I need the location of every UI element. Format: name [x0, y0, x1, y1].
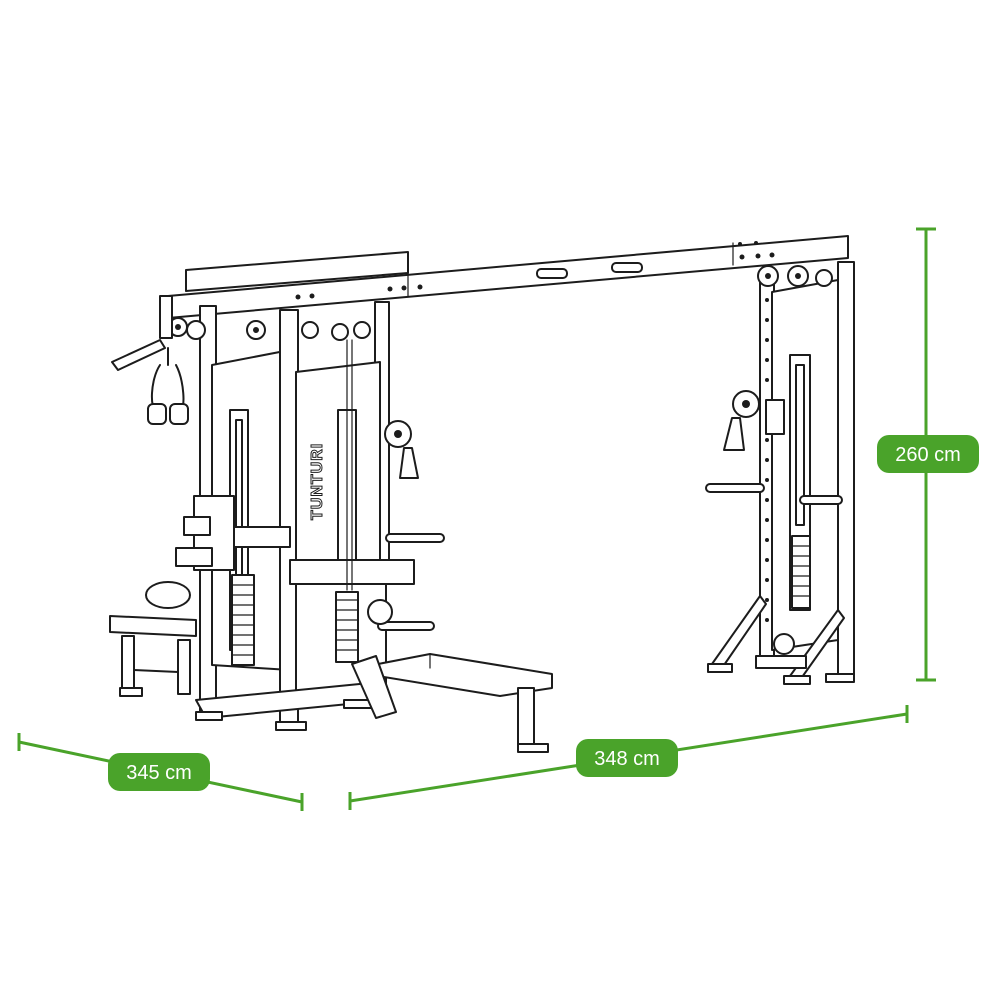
multi-gym-machine-illustration: TUNTURI: [109, 235, 855, 753]
depth-dimension: 345 cm: [17, 733, 304, 811]
height-dimension: 260 cm: [877, 227, 979, 682]
center-tower: TUNTURI: [279, 309, 445, 731]
top-crossbeam: [167, 235, 849, 319]
brand-logo: TUNTURI: [309, 443, 326, 520]
depth-badge: [108, 753, 210, 791]
lat-pulldown-handle: [111, 339, 189, 425]
width-dimension: 348 cm: [348, 705, 909, 810]
height-label: 260 cm: [895, 444, 961, 466]
depth-label: 345 cm: [126, 762, 192, 784]
base-frame: [195, 681, 391, 731]
right-tower: [705, 261, 855, 685]
width-label: 348 cm: [594, 748, 660, 770]
seat-unit: [109, 495, 291, 697]
height-badge: [877, 435, 979, 473]
rowing-bench: [351, 653, 553, 753]
width-badge: [576, 739, 678, 777]
